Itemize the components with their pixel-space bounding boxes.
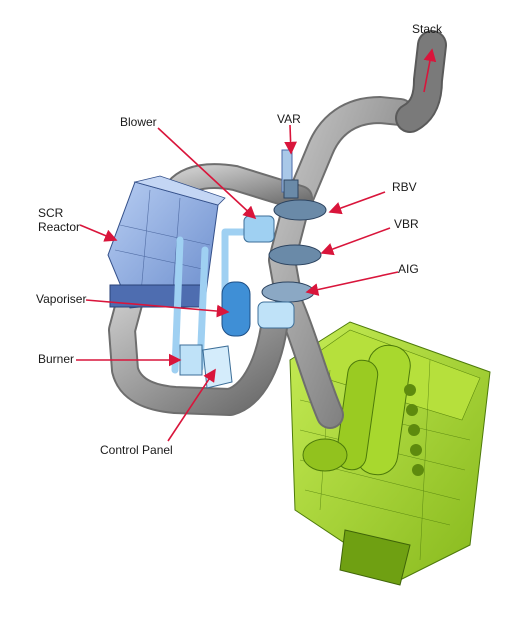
- leader-arrows: [76, 48, 437, 442]
- scr-reactor: [107, 175, 226, 309]
- label-blower: Blower: [120, 115, 157, 129]
- label-stack: Stack: [412, 22, 443, 36]
- label-rbv: RBV: [392, 180, 417, 194]
- label-burner: Burner: [38, 352, 75, 366]
- label-aig: AIG: [398, 262, 419, 276]
- label-var: VAR: [277, 112, 301, 126]
- label-scr-reactor: SCR Reactor: [38, 206, 81, 234]
- label-vbr: VBR: [394, 217, 419, 231]
- label-vaporiser: Vaporiser: [36, 292, 87, 306]
- label-control-panel: Control Panel: [100, 443, 173, 457]
- equipment-skid: [171, 215, 295, 389]
- engine: [289, 321, 491, 586]
